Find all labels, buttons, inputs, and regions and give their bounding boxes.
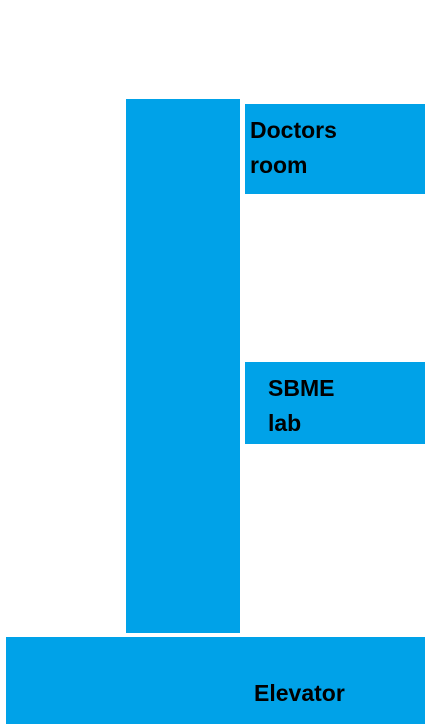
sbme-lab-label-line2: lab <box>268 410 302 436</box>
corridor <box>126 99 240 633</box>
doctors-room[interactable]: Doctors room <box>245 104 425 194</box>
sbme-lab-label-line1: SBME <box>268 375 335 401</box>
doctors-room-label-line2: room <box>250 152 308 178</box>
elevator-label: Elevator <box>254 680 345 706</box>
doctors-room-label-line1: Doctors <box>250 117 337 143</box>
sbme-lab[interactable]: SBME lab <box>245 362 425 444</box>
sbme-lab-label: SBME lab <box>268 371 334 441</box>
elevator[interactable]: Elevator <box>6 637 425 724</box>
doctors-room-label: Doctors room <box>250 113 337 183</box>
